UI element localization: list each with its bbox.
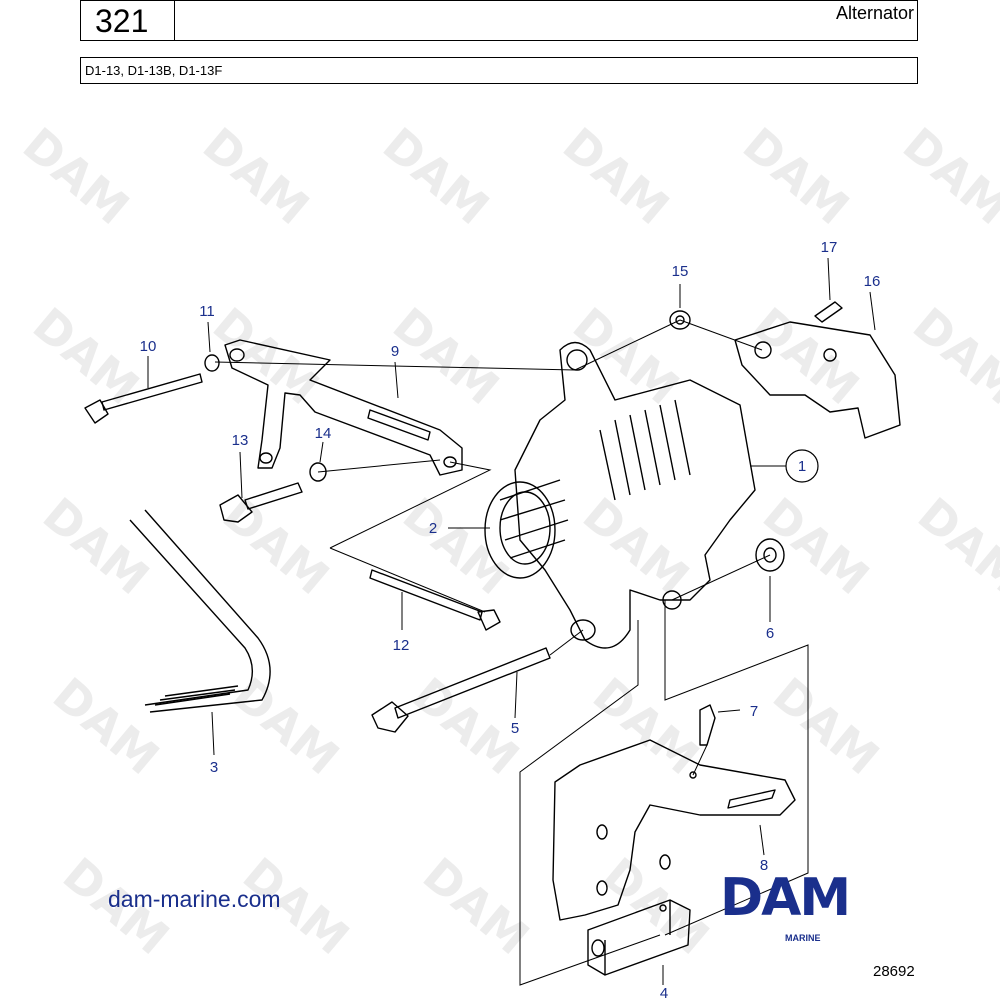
- svg-text:DAM: DAM: [908, 487, 1000, 605]
- svg-text:DAM: DAM: [553, 117, 679, 235]
- callout-16: 16: [864, 273, 881, 290]
- svg-text:DAM: DAM: [223, 667, 349, 785]
- callout-1: 1: [798, 458, 806, 475]
- svg-text:DAM: DAM: [393, 487, 519, 605]
- callout-8: 8: [760, 857, 768, 874]
- leader-lines: [147, 257, 876, 985]
- washer-11: [204, 354, 220, 372]
- svg-text:DAM: DAM: [23, 297, 149, 415]
- section-title: Alternator: [835, 3, 914, 23]
- svg-text:DAM: DAM: [33, 487, 159, 605]
- svg-text:DAM: DAM: [743, 297, 869, 415]
- callout-9: 9: [391, 343, 399, 360]
- watermark: DAM DAM DAM DAM DAM DAM DAM DAM DAM DAM …: [13, 117, 1000, 965]
- callout-6: 6: [766, 625, 774, 642]
- svg-text:DAM: DAM: [13, 117, 139, 235]
- callout-12: 12: [393, 637, 410, 654]
- callout-11: 11: [199, 303, 215, 320]
- svg-text:DAM: DAM: [43, 667, 169, 785]
- bolt-13: [219, 482, 303, 523]
- spacer-block: [587, 899, 691, 976]
- callout-14: 14: [315, 425, 332, 442]
- nut-15: [669, 310, 691, 330]
- callout-13: 13: [232, 432, 249, 449]
- washer-14: [309, 462, 327, 482]
- callout-15: 15: [672, 263, 689, 280]
- svg-text:DAM: DAM: [763, 667, 889, 785]
- screw-7: [699, 704, 716, 746]
- svg-text:DAM: DAM: [573, 487, 699, 605]
- svg-text:DAM: DAM: [583, 667, 709, 785]
- callout-3: 3: [210, 759, 218, 776]
- lower-bracket: [552, 739, 796, 921]
- svg-text:DAM: DAM: [193, 117, 319, 235]
- callout-17: 17: [821, 239, 838, 256]
- drawing-number: 28692: [873, 963, 915, 980]
- screw-17: [814, 301, 843, 323]
- upper-bracket: [224, 339, 463, 476]
- alternator: [484, 341, 756, 649]
- model-box: D1-13, D1-13B, D1-13F: [80, 57, 918, 84]
- svg-text:DAM: DAM: [903, 297, 1000, 415]
- callout-5: 5: [511, 720, 519, 737]
- website-link[interactable]: dam-marine.com: [108, 886, 281, 912]
- brand-logo-subtext: MARINE: [785, 933, 821, 943]
- bolt-12: [369, 569, 501, 631]
- callout-2: 2: [429, 520, 437, 537]
- callout-7: 7: [750, 703, 758, 720]
- callout-4: 4: [660, 985, 668, 1000]
- assembly-lines: [214, 319, 809, 986]
- header-box: 321 Alternator: [80, 0, 918, 41]
- callout-circle-1: [785, 449, 819, 483]
- bolt-5: [371, 647, 551, 733]
- callout-10: 10: [140, 338, 157, 355]
- svg-text:DAM: DAM: [733, 117, 859, 235]
- brand-logo: DAM: [720, 868, 851, 928]
- nut-6: [755, 538, 785, 572]
- bolt-10: [84, 373, 203, 424]
- rear-cover: [734, 321, 901, 439]
- svg-text:DAM: DAM: [373, 117, 499, 235]
- svg-text:DAM: DAM: [383, 297, 509, 415]
- drive-belt: [129, 509, 271, 713]
- svg-text:DAM: DAM: [893, 117, 1000, 235]
- svg-text:DAM: DAM: [753, 487, 879, 605]
- model-list: D1-13, D1-13B, D1-13F: [85, 63, 223, 78]
- svg-text:DAM: DAM: [213, 487, 339, 605]
- page-number: 321: [81, 1, 175, 40]
